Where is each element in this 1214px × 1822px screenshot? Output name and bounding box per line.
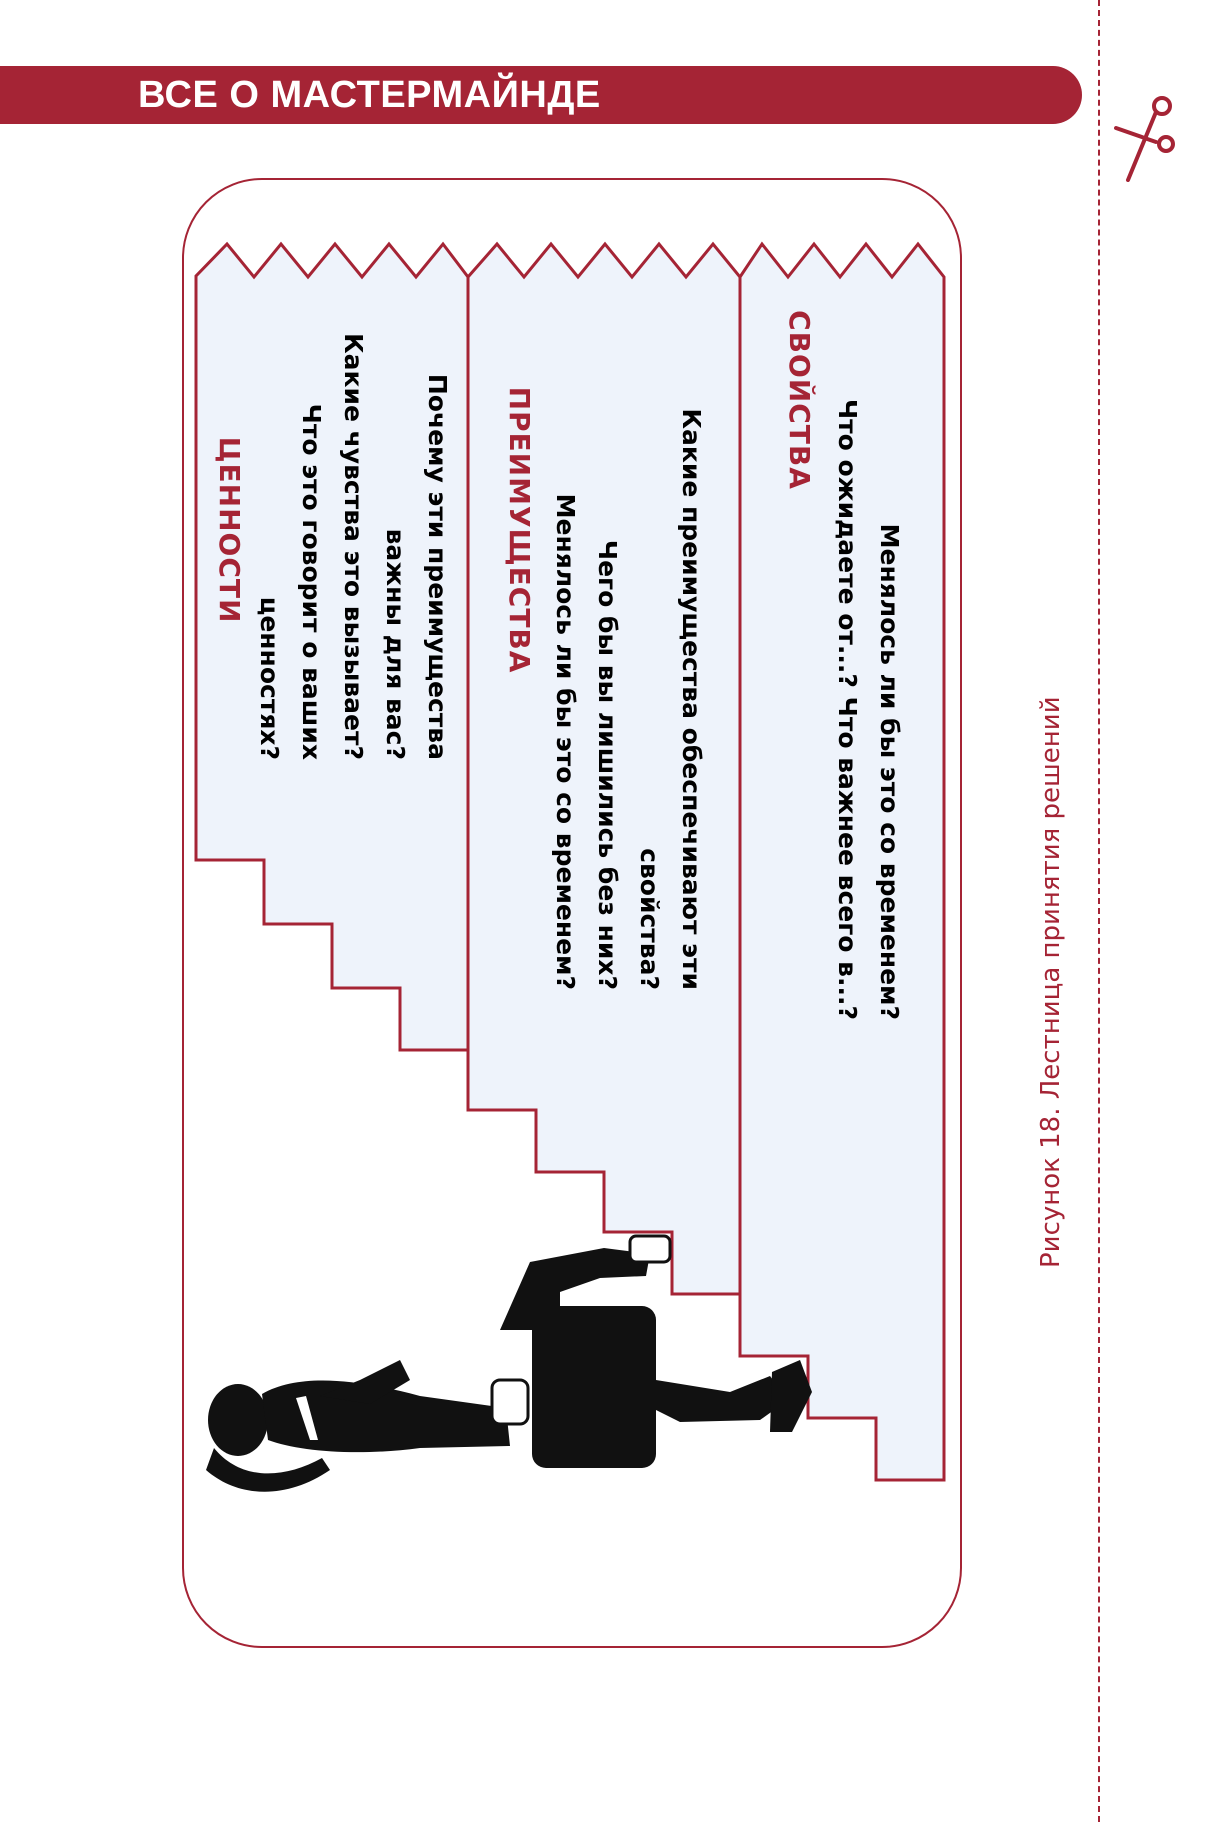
page-header-title: ВСЕ О МАСТЕРМАЙНДЕ bbox=[138, 74, 601, 116]
scissors-icon bbox=[1114, 96, 1175, 182]
question-line: Чего бы вы лишились без них? bbox=[593, 539, 622, 990]
question-line: ценностях? bbox=[255, 596, 284, 760]
column-values-title: ЦЕННОСТИ bbox=[213, 436, 246, 624]
question-line: Менялось ли бы это со временем? bbox=[551, 493, 580, 990]
question-line: свойства? bbox=[635, 848, 664, 990]
question-line: Какие чувства это вызывает? bbox=[339, 333, 368, 760]
column-values-questions: Почему эти преимущества важны для вас? К… bbox=[248, 300, 458, 760]
question-line: Почему эти преимущества bbox=[423, 373, 452, 760]
column-benefits-questions: Какие преимущества обеспечивают эти свой… bbox=[544, 300, 712, 990]
header-bar: ВСЕ О МАСТЕРМАЙНДЕ bbox=[0, 66, 1082, 124]
businesswoman-climbing-stairs-icon bbox=[206, 1234, 812, 1492]
column-features-questions: Менялось ли бы это со временем? Что ожид… bbox=[826, 300, 910, 1020]
panel-values bbox=[194, 241, 470, 1052]
column-benefits-title: ПРЕИМУЩЕСТВА bbox=[503, 386, 536, 674]
panel-benefits bbox=[466, 241, 742, 1296]
diagram-frame bbox=[182, 178, 962, 1648]
question-line: Менялось ли бы это со временем? bbox=[875, 523, 904, 1020]
figure-caption: Рисунок 18. Лестница принятия решений bbox=[1036, 696, 1066, 1268]
question-line: Что это говорит о ваших bbox=[297, 403, 326, 760]
column-benefits: ПРЕИМУЩЕСТВА bbox=[503, 300, 536, 760]
question-line: Что ожидаете от...? Что важнее всего в..… bbox=[833, 398, 862, 1020]
question-line: Какие преимущества обеспечивают эти bbox=[677, 408, 706, 990]
cut-line bbox=[1098, 0, 1100, 1822]
column-values: ЦЕННОСТИ bbox=[213, 300, 246, 760]
column-features-title: СВОЙСТВА bbox=[783, 310, 816, 490]
column-features: СВОЙСТВА bbox=[783, 300, 816, 500]
question-line: важны для вас? bbox=[381, 528, 410, 760]
